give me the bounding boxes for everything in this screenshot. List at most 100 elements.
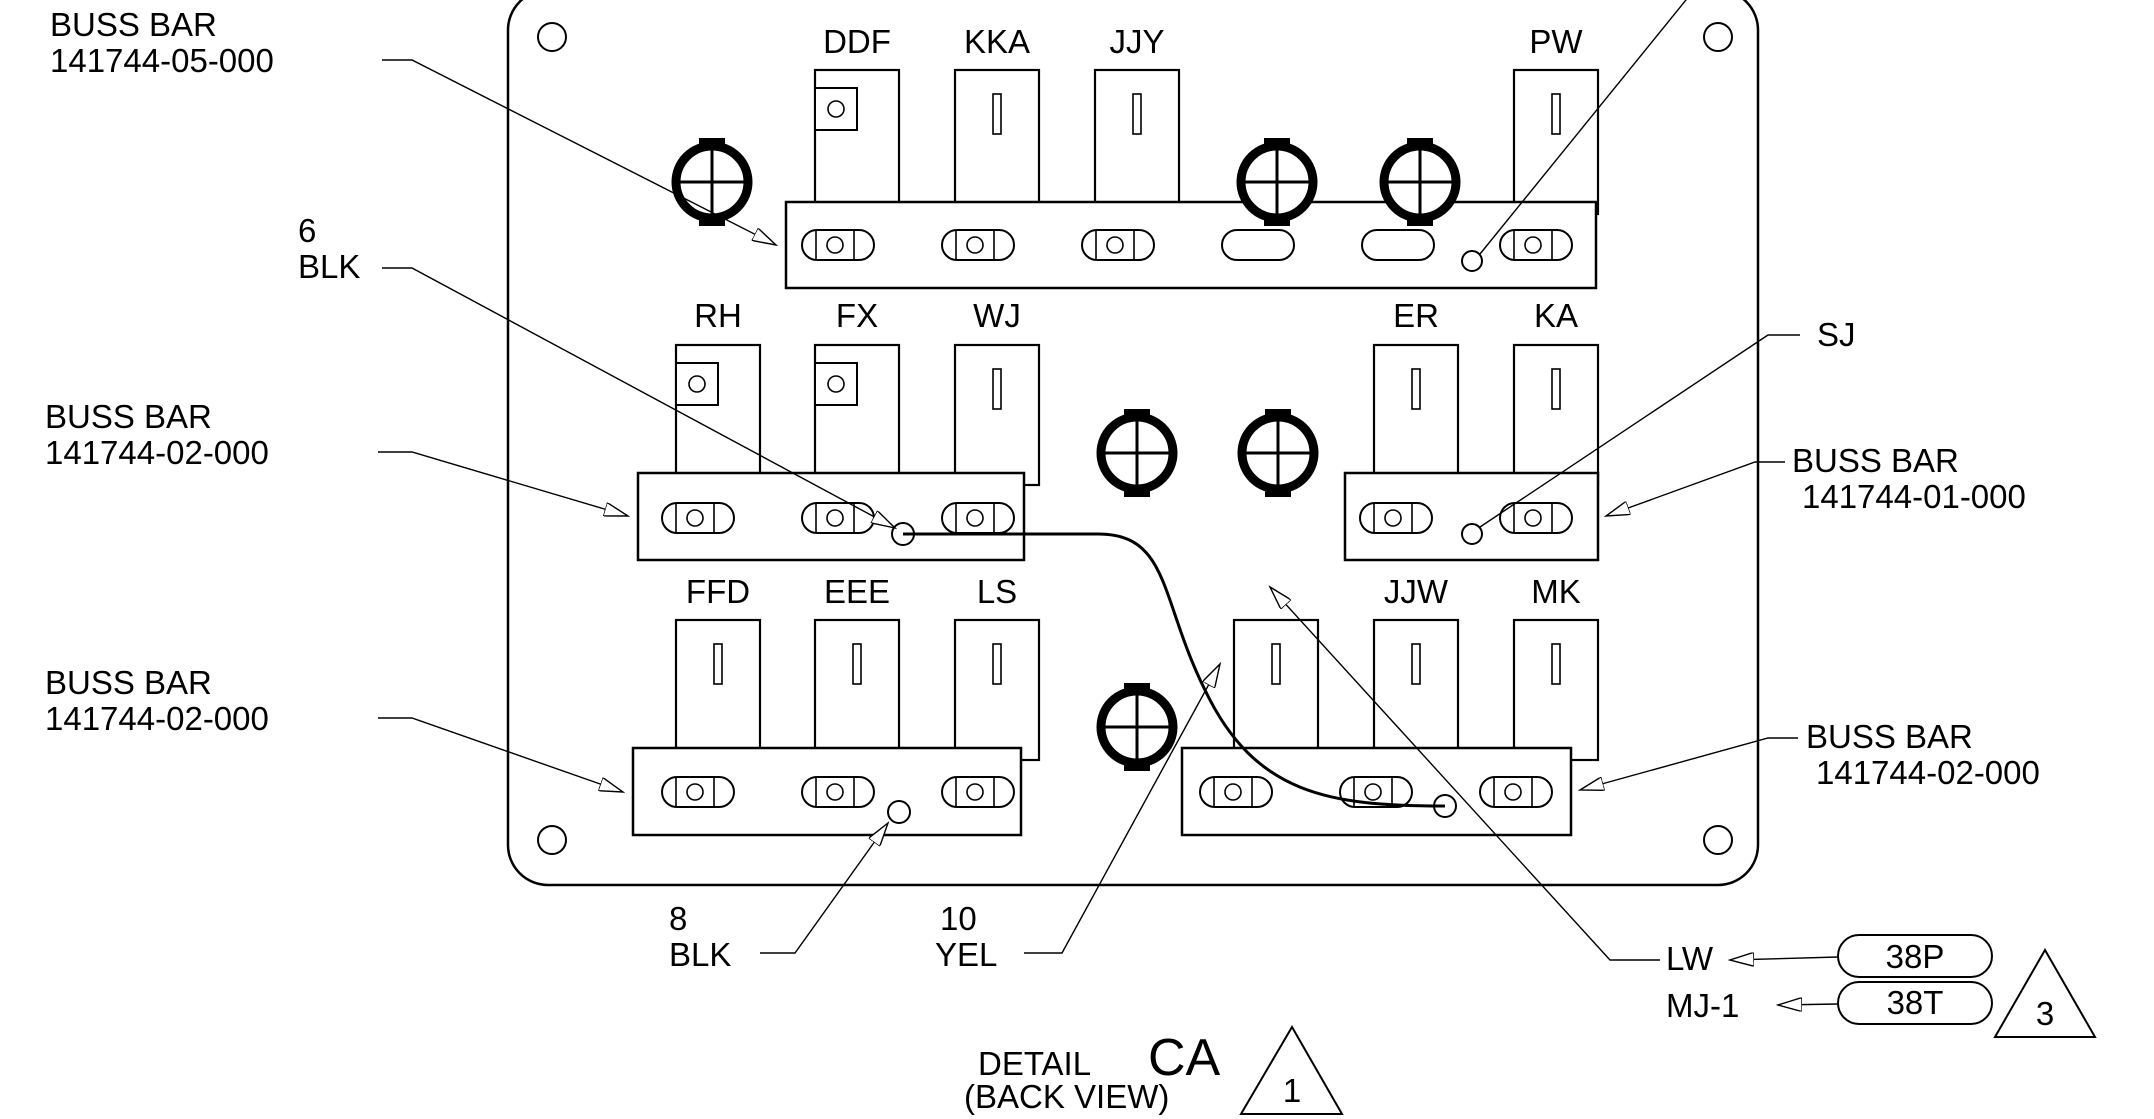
callout-buss-top: BUSS BAR 141744-05-000 xyxy=(50,6,274,79)
label-ddf: DDF xyxy=(823,23,891,60)
ground-stud-1 xyxy=(671,138,753,226)
tag-38p: 38P xyxy=(1837,934,1993,978)
detail-title-subtitle: (BACK VIEW) xyxy=(964,1078,1169,1115)
callout-mj1: MJ-1 xyxy=(1666,987,1739,1024)
buss-slot-11 xyxy=(1499,502,1573,534)
callout-buss-mid-left: BUSS BAR 141744-02-000 xyxy=(45,398,269,471)
buss-slot-4 xyxy=(1221,229,1295,261)
callout-buss-bot-right-line1: BUSS BAR xyxy=(1806,718,1973,755)
callout-wire-8-color: BLK xyxy=(669,936,731,973)
callout-buss-top-line1: BUSS BAR xyxy=(50,6,217,43)
terminal-mk xyxy=(1512,618,1600,762)
terminal-jjw xyxy=(1372,618,1460,762)
callout-wire-10-gauge: 10 xyxy=(940,900,977,937)
callout-buss-mid-right: BUSS BAR 141744-01-000 xyxy=(1792,442,2026,515)
callout-buss-bot-left-line1: BUSS BAR xyxy=(45,664,212,701)
callout-buss-bot-left-line2: 141744-02-000 xyxy=(45,700,269,737)
terminal-ffd xyxy=(674,618,762,762)
terminal-blocks xyxy=(674,68,1600,762)
label-mk: MK xyxy=(1531,573,1581,610)
detail-title: DETAIL CA (BACK VIEW) 1 xyxy=(964,1025,1344,1115)
label-ka: KA xyxy=(1534,297,1578,334)
callout-buss-mid-left-line2: 141744-02-000 xyxy=(45,434,269,471)
leader-wire-8 xyxy=(760,823,888,954)
leader-lines xyxy=(378,0,1839,1005)
mounting-hole-bottom-right xyxy=(1703,825,1733,855)
note-3-number: 3 xyxy=(2036,995,2054,1032)
terminal-ddf xyxy=(813,68,901,216)
jumper-dot-top xyxy=(1461,250,1483,272)
leader-buss-mid-left xyxy=(378,451,628,516)
ground-stud-6 xyxy=(1096,683,1178,771)
leader-buss-top xyxy=(382,59,776,245)
leader-38p xyxy=(1730,957,1839,960)
buss-slot-5 xyxy=(1361,229,1435,261)
callout-buss-bot-right: BUSS BAR 141744-02-000 xyxy=(1806,718,2040,791)
leader-buss-mid-right xyxy=(1606,461,1785,516)
callout-buss-top-line2: 141744-05-000 xyxy=(50,42,274,79)
label-pw: PW xyxy=(1529,23,1583,60)
label-jjw: JJW xyxy=(1384,573,1449,610)
terminal-eee xyxy=(813,618,901,762)
buss-slot-7 xyxy=(661,502,735,534)
leader-wire-10 xyxy=(1024,664,1220,954)
callout-wire-10: 10 YEL xyxy=(935,900,997,973)
label-kka: KKA xyxy=(964,23,1030,60)
terminal-er xyxy=(1372,343,1460,487)
mounting-hole-top-right xyxy=(1703,22,1733,52)
leader-buss-bot-right xyxy=(1580,737,1798,790)
buss-slot-1 xyxy=(801,229,875,261)
terminal-ls xyxy=(953,618,1041,762)
label-rh: RH xyxy=(694,297,742,334)
label-ffd: FFD xyxy=(686,573,750,610)
ground-studs xyxy=(671,138,1461,771)
leader-sj xyxy=(1479,334,1800,528)
buss-slot-2 xyxy=(941,229,1015,261)
leader-lw xyxy=(1270,587,1660,961)
label-ls: LS xyxy=(977,573,1017,610)
callout-buss-bot-left: BUSS BAR 141744-02-000 xyxy=(45,664,269,737)
tag-38t-outline xyxy=(1837,981,1993,1025)
label-jjy: JJY xyxy=(1109,23,1164,60)
buss-slot-17 xyxy=(1479,776,1553,808)
buss-slot-14 xyxy=(941,776,1015,808)
ground-stud-2 xyxy=(1236,138,1318,226)
callout-buss-mid-left-line1: BUSS BAR xyxy=(45,398,212,435)
wire-end-8 xyxy=(887,800,911,824)
ground-stud-5 xyxy=(1237,409,1319,497)
tag-38t: 38T xyxy=(1837,981,1993,1025)
terminal-ka xyxy=(1512,343,1600,487)
terminal-kka xyxy=(953,68,1041,216)
buss-slot-3 xyxy=(1081,229,1155,261)
buss-slot-6 xyxy=(1499,229,1573,261)
ground-stud-4 xyxy=(1096,409,1178,497)
callout-wire-6: 6 BLK xyxy=(298,212,360,285)
note-triangle-3-outline xyxy=(1993,947,2097,1038)
terminal-pw xyxy=(1512,68,1600,216)
mounting-hole-top-left xyxy=(537,22,567,52)
leader-buss-bot-left xyxy=(378,717,623,792)
callout-wire-8-gauge: 8 xyxy=(669,900,687,937)
leader-wire-6 xyxy=(382,267,895,528)
terminal-spare xyxy=(1232,618,1320,762)
buss-slot-13 xyxy=(801,776,875,808)
callout-sj: SJ xyxy=(1817,316,1856,353)
terminal-wj xyxy=(953,343,1041,487)
buss-slot-12 xyxy=(661,776,735,808)
terminal-rh xyxy=(674,343,762,487)
detail-title-name: CA xyxy=(1148,1029,1221,1087)
buss-slot-9 xyxy=(941,502,1015,534)
ground-stud-3 xyxy=(1379,138,1461,226)
leader-38t xyxy=(1778,1004,1839,1005)
label-fx: FX xyxy=(836,297,878,334)
leader-top-dot xyxy=(1479,0,1687,255)
callout-wire-6-color: BLK xyxy=(298,248,360,285)
jumper-dot-sj xyxy=(1461,523,1483,545)
label-er: ER xyxy=(1393,297,1439,334)
note-1-number: 1 xyxy=(1283,1072,1301,1109)
buss-slot-16 xyxy=(1339,776,1413,808)
buss-slot-10 xyxy=(1359,502,1433,534)
buss-bar-slots xyxy=(661,229,1573,808)
detail-title-prefix: DETAIL xyxy=(978,1045,1091,1082)
